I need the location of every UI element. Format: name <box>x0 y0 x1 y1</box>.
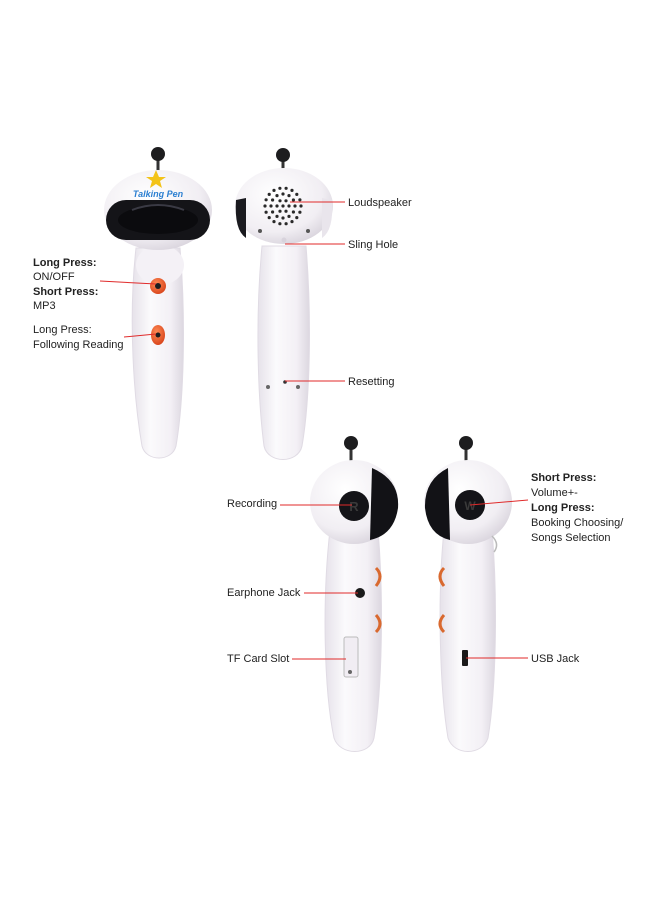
speaker-hole <box>281 192 285 196</box>
speaker-hole <box>295 192 299 196</box>
speaker-hole <box>287 194 291 198</box>
speaker-hole <box>271 198 275 202</box>
speaker-hole <box>275 204 279 208</box>
speaker-hole <box>298 198 302 202</box>
speaker-hole <box>278 222 282 226</box>
volume-value: Volume+- <box>531 487 578 499</box>
leader-follow <box>123 333 157 338</box>
speaker-hole <box>291 210 295 214</box>
speaker-hole <box>284 186 288 190</box>
speaker-hole <box>272 188 276 192</box>
tf-card-slot-label: TF Card Slot <box>227 653 290 665</box>
earphone-jack <box>355 588 365 598</box>
leader-power <box>99 280 157 285</box>
recording-label: Recording <box>227 498 278 510</box>
speaker-hole <box>281 204 285 208</box>
antenna-ball <box>276 148 290 162</box>
speaker-hole <box>264 210 268 214</box>
power-short-press-value: MP3 <box>33 300 56 312</box>
follow-long-press-label: Long Press: <box>33 324 92 336</box>
antenna-ball <box>344 436 358 450</box>
speaker-hole <box>278 209 282 213</box>
speaker-hole <box>272 220 276 224</box>
speaker-hole <box>298 210 302 214</box>
speaker-hole <box>284 209 288 213</box>
speaker-hole <box>290 188 294 192</box>
pen-front: Talking Pen <box>104 147 212 459</box>
svg-text:R: R <box>349 499 359 514</box>
speaker-hole <box>284 222 288 226</box>
pen-right-side: W <box>424 436 512 752</box>
pen-left-side: R <box>310 436 399 752</box>
sling-hole <box>281 237 287 243</box>
speaker-hole <box>281 216 285 220</box>
loudspeaker-label: Loudspeaker <box>348 197 412 209</box>
tf-card-slot <box>343 636 359 678</box>
speaker-hole <box>271 210 275 214</box>
speaker-hole <box>275 194 279 198</box>
speaker-hole <box>267 192 271 196</box>
speaker-hole <box>284 199 288 203</box>
speaker-hole <box>269 204 273 208</box>
speaker-hole <box>267 216 271 220</box>
book-value-2: Songs Selection <box>531 532 611 544</box>
svg-text:W: W <box>464 499 476 513</box>
logo-star-icon <box>146 170 166 188</box>
antenna-ball <box>459 436 473 450</box>
volume-short-press-label: Short Press: <box>531 472 597 484</box>
usb-jack <box>462 650 468 666</box>
speaker-hole <box>290 220 294 224</box>
book-value-1: Booking Choosing/ <box>531 517 624 529</box>
speaker-hole <box>278 186 282 190</box>
power-short-press-label: Short Press: <box>33 286 99 298</box>
speaker-hole <box>263 204 267 208</box>
speaker-hole <box>287 204 291 208</box>
pen-back <box>235 148 333 460</box>
leader-volume <box>469 499 529 506</box>
follow-reading-value: Following Reading <box>33 339 124 351</box>
speaker-grille <box>263 186 303 226</box>
leader-lines <box>99 201 529 660</box>
antenna-ball <box>151 147 165 161</box>
usb-jack-label: USB Jack <box>531 653 580 665</box>
speaker-hole <box>275 214 279 218</box>
power-long-press-label: Long Press: <box>33 257 97 269</box>
logo-text: Talking Pen <box>133 189 184 199</box>
speaker-hole <box>293 204 297 208</box>
power-long-press-value: ON/OFF <box>33 271 75 283</box>
speaker-hole <box>278 199 282 203</box>
resetting-label: Resetting <box>348 376 395 388</box>
speaker-hole <box>287 214 291 218</box>
earphone-jack-label: Earphone Jack <box>227 587 301 599</box>
speaker-hole <box>299 204 303 208</box>
book-long-press-label: Long Press: <box>531 502 595 514</box>
speaker-hole <box>264 198 268 202</box>
speaker-hole <box>291 198 295 202</box>
record-button <box>339 491 369 521</box>
speaker-hole <box>295 216 299 220</box>
sling-hole-label: Sling Hole <box>348 239 399 251</box>
